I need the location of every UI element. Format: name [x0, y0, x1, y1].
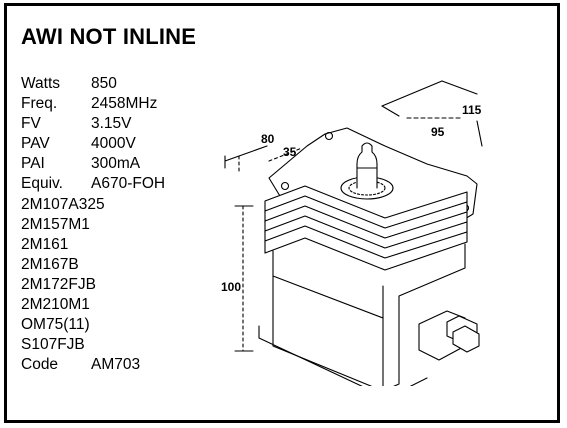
spec-row-fv: FV 3.15V — [21, 114, 165, 134]
spec-row-pai: PAI 300mA — [21, 154, 165, 174]
dimension-label-80: 80 — [261, 132, 275, 146]
spec-key: FV — [21, 115, 41, 133]
antenna — [356, 142, 378, 189]
spec-row-code: Code AM703 — [21, 355, 165, 375]
equivalent-item: OM75(11) — [21, 316, 90, 334]
dimension-115-lines — [381, 80, 483, 147]
dimension-100-lines — [234, 205, 254, 352]
mount-hole — [324, 131, 334, 141]
spec-key: PAV — [21, 135, 50, 153]
spec-row-pav: PAV 4000V — [21, 134, 165, 154]
equivalent-item: 2M167B — [21, 255, 79, 273]
equivalent-item: 2M161 — [21, 235, 69, 253]
magnetron-body — [272, 243, 466, 386]
spec-key: Freq. — [21, 95, 58, 113]
equivalent-item: 2M210M1 — [21, 296, 90, 314]
spec-key: Equiv. — [21, 175, 63, 193]
spec-row-freq: Freq. 2458MHz — [21, 94, 165, 114]
page-title: AWI NOT INLINE — [21, 24, 197, 49]
dimension-label-115: 115 — [462, 103, 482, 117]
dimension-label-100: 100 — [221, 280, 241, 294]
magnetron-diagram: 115 95 80 35 100 — [221, 80, 483, 386]
base-plate — [258, 325, 428, 386]
spec-value: AM703 — [91, 356, 141, 374]
equivalent-item: S107FJB — [21, 336, 85, 354]
cooling-fins — [264, 185, 468, 271]
spec-row-watts: Watts 850 — [21, 74, 165, 94]
spec-value: A670-FOH — [91, 175, 166, 193]
equivalent-item: 2M107A325 — [21, 195, 105, 213]
spec-card: AWI NOT INLINE Watts 850 Freq. 2458MHz FV 3… — [4, 3, 560, 423]
mount-hole — [280, 181, 290, 191]
spec-list: Watts 850 Freq. 2458MHz FV 3.15V PAV 4000V P… — [21, 74, 165, 375]
spec-row-equiv: Equiv. A670-FOH — [21, 174, 165, 194]
spec-value: 4000V — [91, 135, 136, 153]
dimension-80-lines — [224, 145, 303, 172]
spec-value: 300mA — [91, 155, 141, 173]
dimension-label-95: 95 — [431, 125, 445, 139]
equivalent-item: 2M172FJB — [21, 275, 96, 293]
dimension-label-35: 35 — [283, 145, 297, 159]
spec-key: Watts — [21, 75, 61, 92]
spec-value: 850 — [91, 75, 117, 92]
equivalent-item: 2M157M1 — [21, 215, 90, 233]
spec-value: 2458MHz — [91, 95, 158, 113]
spec-value: 3.15V — [91, 115, 132, 133]
spec-key: PAI — [21, 155, 45, 173]
spec-key: Code — [21, 356, 59, 374]
terminal — [452, 325, 480, 353]
